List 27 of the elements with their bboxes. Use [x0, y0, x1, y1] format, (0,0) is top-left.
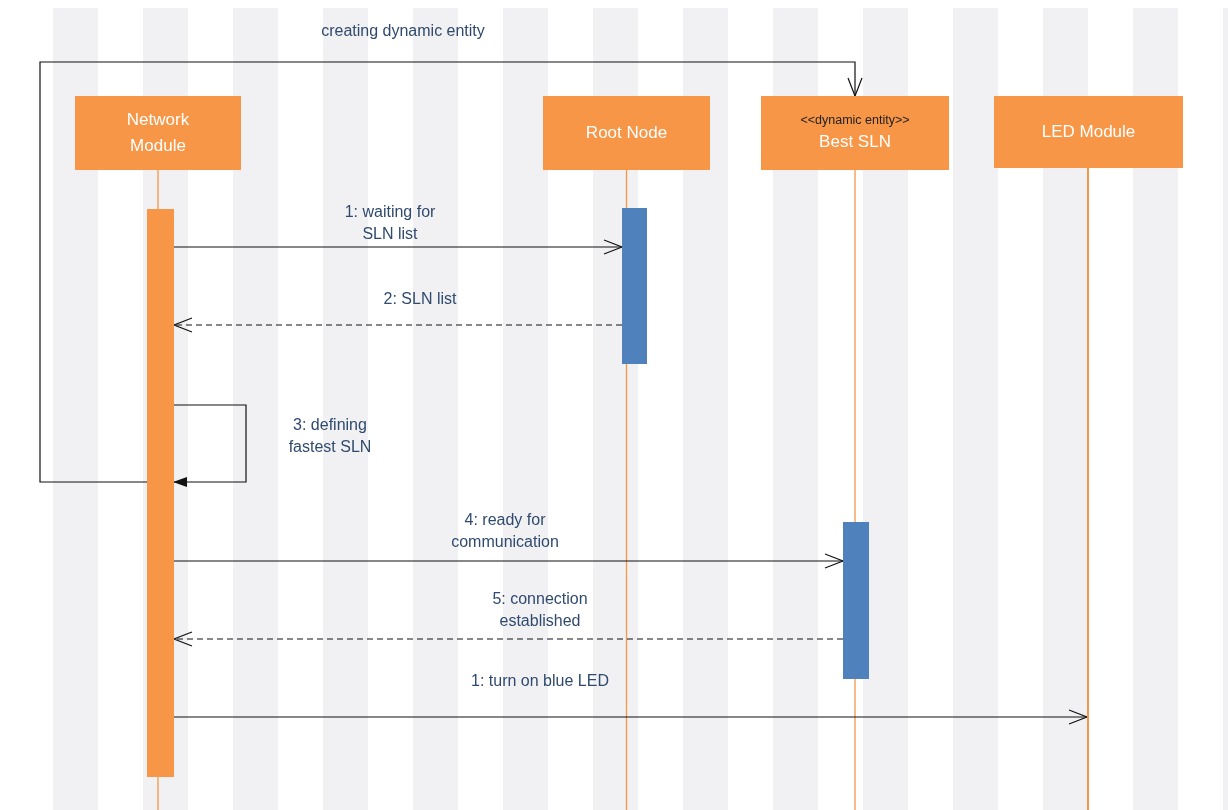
message-label: 5: connection established — [491, 589, 589, 631]
lifeline-head — [994, 96, 1183, 168]
message-label: 2: SLN list — [383, 289, 457, 309]
lifeline-name: LED Module — [1040, 121, 1137, 143]
message-label: creating dynamic entity — [321, 21, 485, 41]
message-arrow — [39, 61, 863, 483]
message-arrow — [173, 553, 844, 569]
stereotype-label: <<dynamic entity>> — [800, 112, 910, 129]
lifeline-name: Network Module — [125, 109, 191, 157]
message-label: 4: ready for communication — [450, 510, 560, 552]
lifeline-name: Best SLN — [818, 131, 892, 153]
message-label: 1: waiting for SLN list — [343, 202, 437, 244]
message-arrow — [173, 404, 247, 487]
message-arrow — [173, 239, 623, 255]
activation-bar — [622, 208, 647, 364]
message-arrow — [173, 631, 844, 647]
lifeline-head — [761, 96, 949, 170]
lifeline — [1087, 168, 1089, 810]
message-arrow — [173, 709, 1088, 725]
lifeline-name: Root Node — [584, 122, 669, 144]
lifeline-head — [75, 96, 241, 170]
message-arrow — [173, 317, 623, 333]
activation-bar — [843, 522, 869, 679]
lifeline-head — [543, 96, 710, 170]
message-label: 1: turn on blue LED — [471, 671, 609, 691]
message-label: 3: defining fastest SLN — [287, 415, 373, 457]
activation-bar — [147, 209, 174, 777]
